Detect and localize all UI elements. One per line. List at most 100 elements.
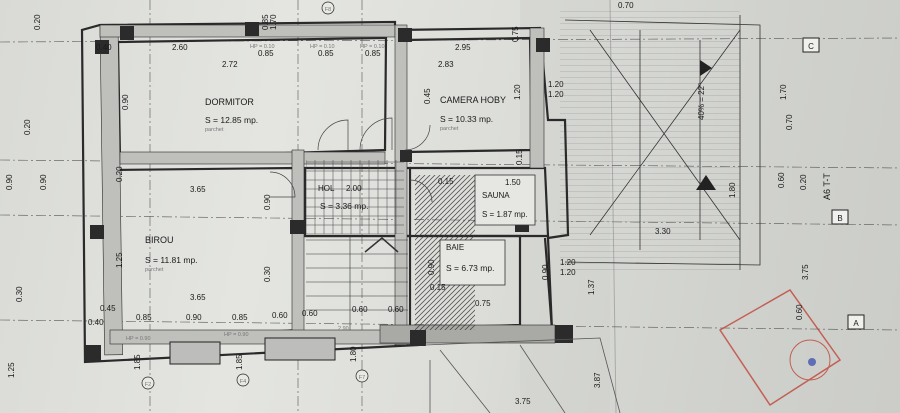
room-name-camera-hoby: CAMERA HOBY — [440, 95, 506, 105]
dim-label: 0.60 — [388, 305, 404, 314]
dimension-labels: 2.60 HP = 0.10 HP = 0.10 HP = 0.10 0.85 … — [88, 1, 671, 406]
dim-label: HP = 0.90 — [126, 336, 151, 342]
dim-label: 0.90 — [541, 264, 550, 280]
grid-mark-a: A — [853, 319, 859, 328]
dim-label: HP = 0.10 — [310, 44, 335, 50]
dim-label: 0.40 — [88, 318, 104, 327]
stair — [306, 236, 408, 330]
dim-label: 0.90 — [121, 94, 130, 110]
wall-openings — [169, 337, 336, 365]
dim-label: 0.15 — [515, 149, 524, 165]
room-floor-camera-hoby: parchet — [440, 126, 459, 132]
dim-label: 0.90 — [5, 174, 14, 190]
dim-label: 0.90 — [427, 259, 436, 275]
slope-arrow-2 — [696, 175, 716, 190]
dim-label: 0.60 — [302, 309, 318, 318]
room-name-hol: HOL — [318, 184, 335, 193]
dim-label: 2.60 — [172, 43, 188, 52]
dim-label: 0.90 — [39, 174, 48, 190]
dim-label: HP = 0.90 — [224, 332, 249, 338]
dim-label: 0.90 — [186, 313, 202, 322]
dim-label: 1.70 — [269, 14, 278, 30]
dim-label: 1.20 — [560, 268, 576, 277]
porch — [424, 337, 621, 413]
dim-label: 0.85 — [258, 49, 274, 58]
dim-label: 0.20 — [115, 166, 124, 182]
slope-arrow — [700, 60, 712, 76]
dim-label: 0.70 — [618, 1, 634, 10]
dim-label: 0.45 — [423, 88, 432, 104]
room-area-baie: S = 6.73 mp. — [446, 263, 494, 273]
dim-label: 3.75 — [515, 397, 531, 406]
dim-label: 0.60 — [777, 172, 786, 188]
dim-label: 1.20 — [513, 84, 522, 100]
bathtub — [439, 239, 506, 286]
room-labels: DORMITOR S = 12.85 mp. parchet CAMERA HO… — [145, 95, 528, 273]
dim-label: 0.85 — [136, 313, 152, 322]
grid-mark-b: B — [837, 214, 842, 223]
dim-label: 1.25 — [7, 362, 16, 378]
dim-label: 1.20 — [548, 80, 564, 89]
dim-label: 3.65 — [190, 185, 206, 194]
dim-label: 0.20 — [33, 14, 42, 30]
dim-label: 1.85 — [133, 354, 142, 370]
dim-label: 0.85 — [261, 14, 270, 30]
sauna-area — [474, 174, 536, 226]
dim-label: 0.60 — [795, 304, 804, 320]
dim-label: 3.87 — [593, 372, 602, 388]
dim-label: 1.20 — [560, 258, 576, 267]
room-dim-hol: 2.00 — [346, 184, 362, 193]
room-area-camera-hoby: S = 10.33 mp. — [440, 114, 493, 124]
dim-label: 0.75 — [511, 26, 520, 42]
dim-label: 3.75 — [801, 264, 810, 280]
room-area-sauna: S = 1.87 mp. — [482, 210, 528, 219]
room-name-birou: BIROU — [145, 235, 174, 245]
dim-label: 2.83 — [438, 60, 454, 69]
vertical-dimension-labels: 0.90 0.20 1.25 0.30 0.90 0.90 0.90 0.30 … — [5, 14, 810, 388]
columns — [85, 22, 573, 361]
dim-label: 2.72 — [222, 60, 238, 69]
dim-label: 1.80 — [349, 346, 358, 362]
dim-label: 0.60 — [352, 305, 368, 314]
room-area-birou: S = 11.81 mp. — [145, 255, 198, 265]
room-area-dormitor: S = 12.85 mp. — [205, 115, 258, 125]
roof-area — [560, 10, 740, 270]
slope-label: 40% = 22° — [697, 83, 706, 120]
dim-label: 1.20 — [548, 90, 564, 99]
dim-label: 1.70 — [779, 84, 788, 100]
grid-mark-f4: F4 — [240, 379, 246, 385]
grid-mark-f2: F2 — [145, 382, 151, 388]
dim-label: 0.45 — [100, 304, 116, 313]
dim-label: 0.30 — [263, 266, 272, 282]
dim-label: 0.20 — [799, 174, 808, 190]
room-floor-dormitor: parchet — [205, 127, 224, 133]
dim-label: 1.37 — [587, 279, 596, 295]
dim-label: HP = 0.10 — [360, 44, 385, 50]
hall-tiles — [306, 160, 404, 234]
dim-label: 0.85 — [232, 313, 248, 322]
dim-label: 1.85 — [235, 354, 244, 370]
dim-label: 0.40 — [96, 43, 112, 52]
dim-label: 0.85 — [365, 49, 381, 58]
room-floor-birou: parchet — [145, 267, 164, 273]
room-name-sauna: SAUNA — [482, 191, 510, 200]
dim-label: 0.70 — [785, 114, 794, 130]
dim-label: 0.20 — [23, 119, 32, 135]
dim-label: 0.60 — [272, 311, 288, 320]
dim-label: 3.65 — [190, 293, 206, 302]
dim-label: 3.30 — [655, 227, 671, 236]
room-name-dormitor: DORMITOR — [205, 97, 254, 107]
dim-label: 0.30 — [15, 286, 24, 302]
dim-label: 0.75 — [475, 299, 491, 308]
room-area-hol: S = 3.36 mp. — [320, 201, 368, 211]
door-swings — [269, 117, 433, 203]
dim-label: 2.95 — [455, 43, 471, 52]
grid-mark-c: C — [808, 42, 814, 51]
section-label: A6 T-T — [822, 173, 832, 200]
room-dim-sauna: 1.50 — [505, 178, 521, 187]
dim-label: 0.85 — [318, 49, 334, 58]
grid-bubbles: C B A F2 F4 F7 F8 — [141, 1, 865, 390]
dim-label: HP = 0.10 — [250, 44, 275, 50]
dim-label: 0.15 — [430, 283, 446, 292]
